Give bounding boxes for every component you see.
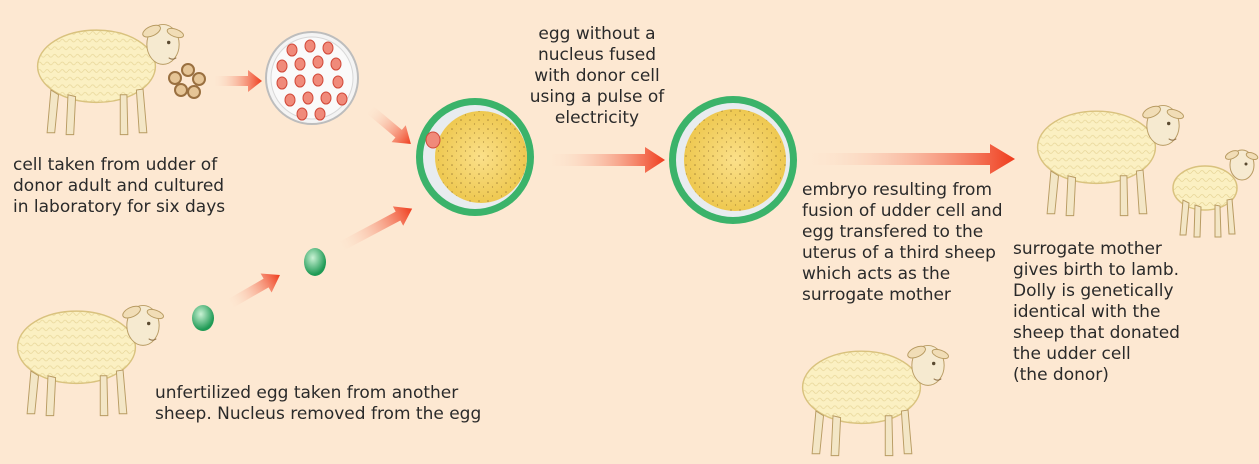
egg-donor-sheep-icon: [18, 304, 165, 416]
petri-dish-icon: [266, 32, 358, 124]
fusion-label: egg without a nucleus fused with donor c…: [522, 24, 672, 129]
donor-cell-label: cell taken from udder of donor adult and…: [13, 155, 225, 218]
egg-cell-icon: [416, 98, 534, 216]
mother-sheep-icon: [1038, 104, 1185, 216]
lamb-icon: [1173, 149, 1259, 237]
arrow-icon: [361, 100, 418, 153]
surrogate-birth-label: surrogate mother gives birth to lamb. Do…: [1013, 239, 1180, 386]
donor-sheep-icon: [38, 23, 185, 135]
arrow-icon: [212, 70, 262, 92]
embryo-cell-icon: [669, 96, 797, 224]
surrogate-sheep-icon: [803, 344, 950, 456]
cells-icon: [169, 64, 205, 98]
arrow-icon: [800, 144, 1015, 174]
embryo-label: embryo resulting from fusion of udder ce…: [802, 180, 1003, 306]
arrow-icon: [545, 147, 665, 173]
unfertilized-egg-label: unfertilized egg taken from another shee…: [155, 383, 481, 425]
